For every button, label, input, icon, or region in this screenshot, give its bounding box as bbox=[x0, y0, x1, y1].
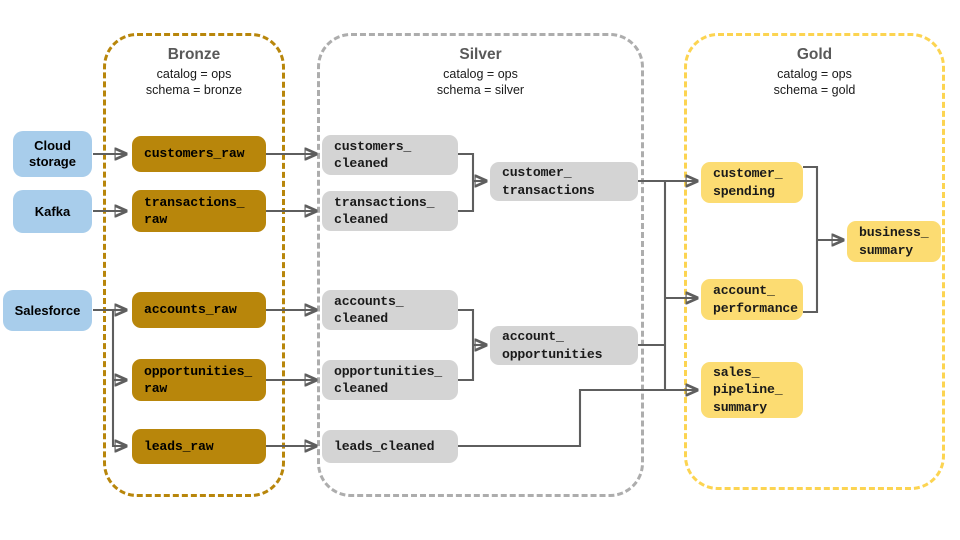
table-node-sales-pipeline-summary[interactable]: sales_ pipeline_ summary bbox=[701, 362, 803, 418]
table-label-leads-raw: leads_raw bbox=[144, 438, 214, 454]
table-label-account-opportunities: account_ opportunities bbox=[502, 329, 603, 362]
table-node-customer-transactions[interactable]: customer_ transactions bbox=[490, 162, 638, 201]
zone-gold-schema: schema = gold bbox=[773, 83, 856, 97]
table-node-customers-cleaned[interactable]: customers_ cleaned bbox=[322, 135, 458, 175]
table-label-customer-transactions: customer_ transactions bbox=[502, 165, 595, 198]
source-label-cloud-storage: Cloud storage bbox=[29, 138, 76, 169]
table-node-leads-raw[interactable]: leads_raw bbox=[132, 429, 266, 464]
table-label-account-performance: account_ performance bbox=[713, 283, 798, 316]
zone-bronze bbox=[103, 33, 285, 497]
zone-bronze-catalog: catalog = ops bbox=[156, 67, 232, 81]
table-label-transactions-raw: transactions_ raw bbox=[144, 194, 245, 228]
table-node-transactions-cleaned[interactable]: transactions_ cleaned bbox=[322, 191, 458, 231]
zone-gold-catalog: catalog = ops bbox=[777, 67, 852, 81]
zone-silver-title: Silver bbox=[459, 46, 502, 63]
table-label-sales-pipeline-summary: sales_ pipeline_ summary bbox=[713, 364, 783, 415]
table-label-opportunities-raw: opportunities_ raw bbox=[144, 363, 252, 397]
table-node-customers-raw[interactable]: customers_raw bbox=[132, 136, 266, 172]
zone-gold-subtitle: catalog = ops schema = gold bbox=[684, 66, 945, 98]
zone-bronze-title: Bronze bbox=[167, 46, 221, 63]
zone-gold bbox=[684, 33, 945, 490]
table-node-opportunities-cleaned[interactable]: opportunities_ cleaned bbox=[322, 360, 458, 400]
table-label-transactions-cleaned: transactions_ cleaned bbox=[334, 194, 435, 228]
zone-bronze-schema: schema = bronze bbox=[145, 83, 243, 97]
zone-silver bbox=[317, 33, 644, 497]
source-node-salesforce[interactable]: Salesforce bbox=[3, 290, 92, 331]
table-node-account-opportunities[interactable]: account_ opportunities bbox=[490, 326, 638, 365]
table-label-customers-cleaned: customers_ cleaned bbox=[334, 138, 412, 172]
source-label-kafka: Kafka bbox=[34, 203, 71, 219]
zone-bronze-subtitle: catalog = ops schema = bronze bbox=[103, 66, 285, 98]
table-node-opportunities-raw[interactable]: opportunities_ raw bbox=[132, 359, 266, 401]
zone-silver-catalog: catalog = ops bbox=[443, 67, 518, 81]
table-node-account-performance[interactable]: account_ performance bbox=[701, 279, 803, 320]
source-label-salesforce: Salesforce bbox=[14, 302, 81, 318]
table-label-accounts-raw: accounts_raw bbox=[144, 302, 237, 318]
source-node-kafka[interactable]: Kafka bbox=[13, 190, 92, 233]
table-label-accounts-cleaned: accounts_ cleaned bbox=[334, 293, 404, 327]
source-node-cloud-storage[interactable]: Cloud storage bbox=[13, 131, 92, 177]
zone-silver-schema: schema = silver bbox=[436, 83, 525, 97]
table-node-customer-spending[interactable]: customer_ spending bbox=[701, 162, 803, 203]
table-node-accounts-cleaned[interactable]: accounts_ cleaned bbox=[322, 290, 458, 330]
table-label-business-summary: business_ summary bbox=[859, 225, 929, 258]
table-node-accounts-raw[interactable]: accounts_raw bbox=[132, 292, 266, 328]
zone-gold-title: Gold bbox=[796, 46, 833, 63]
table-label-opportunities-cleaned: opportunities_ cleaned bbox=[334, 363, 442, 397]
table-node-transactions-raw[interactable]: transactions_ raw bbox=[132, 190, 266, 232]
zone-silver-subtitle: catalog = ops schema = silver bbox=[317, 66, 644, 98]
table-node-leads-cleaned[interactable]: leads_cleaned bbox=[322, 430, 458, 463]
table-label-customers-raw: customers_raw bbox=[144, 146, 245, 162]
table-label-leads-cleaned: leads_cleaned bbox=[334, 438, 435, 454]
table-label-customer-spending: customer_ spending bbox=[713, 166, 783, 199]
table-node-business-summary[interactable]: business_ summary bbox=[847, 221, 941, 262]
